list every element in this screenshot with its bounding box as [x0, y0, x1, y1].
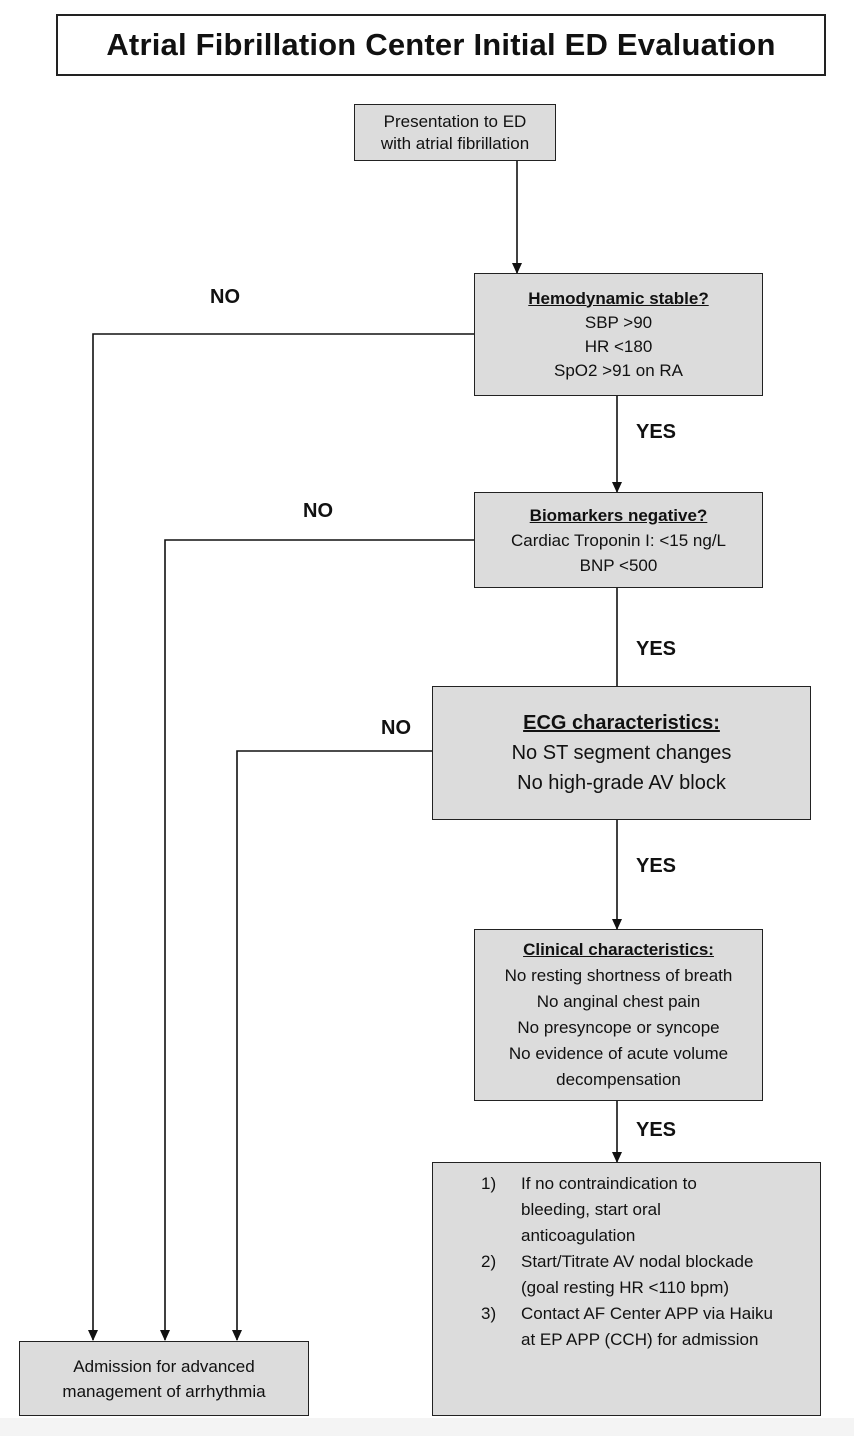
step-text: Start/Titrate AV nodal blockade (goal re… [521, 1249, 753, 1301]
admission-line: management of arrhythmia [62, 1381, 266, 1401]
no-label-hemodynamic: NO [210, 286, 240, 308]
clinical-criterion: No presyncope or syncope [517, 1018, 720, 1037]
hemodynamic-criterion: SBP >90 [584, 312, 653, 332]
clinical-box: Clinical characteristics: No resting sho… [474, 929, 763, 1101]
biomarkers-criterion: Cardiac Troponin I: <15 ng/L [511, 530, 726, 550]
management-step: 1) If no contraindication to bleeding, s… [481, 1171, 820, 1249]
step-line: at EP APP (CCH) for admission [521, 1330, 759, 1349]
step-line: If no contraindication to [521, 1174, 697, 1193]
bottom-strip [0, 1418, 854, 1436]
biomarkers-criterion: BNP <500 [579, 555, 658, 575]
arrow-biomarkers-no [160, 539, 474, 1341]
step-line: Start/Titrate AV nodal blockade [521, 1252, 754, 1271]
biomarkers-box: Biomarkers negative? Cardiac Troponin I:… [474, 492, 763, 588]
step-number: 3) [481, 1304, 497, 1323]
admission-line: Admission for advanced [73, 1356, 255, 1376]
clinical-criterion: No resting shortness of breath [504, 966, 733, 985]
ecg-box: ECG characteristics: No ST segment chang… [432, 686, 811, 820]
no-label-biomarkers: NO [303, 500, 333, 522]
start-box: Presentation to ED with atrial fibrillat… [354, 104, 556, 161]
clinical-heading: Clinical characteristics: [523, 940, 714, 959]
yes-label-ecg: YES [636, 855, 677, 877]
yes-label-hemodynamic: YES [636, 421, 677, 443]
management-box: 1) If no contraindication to bleeding, s… [432, 1162, 821, 1416]
ecg-criterion: No ST segment changes [511, 742, 732, 764]
step-text: If no contraindication to bleeding, star… [521, 1171, 697, 1249]
management-step: 3) Contact AF Center APP via Haiku at EP… [481, 1301, 820, 1353]
step-line: (goal resting HR <110 bpm) [521, 1278, 730, 1297]
hemodynamic-criterion: HR <180 [584, 336, 653, 356]
hemodynamic-box: Hemodynamic stable? SBP >90 HR <180 SpO2… [474, 273, 763, 396]
step-number: 2) [481, 1252, 497, 1271]
ecg-criterion: No high-grade AV block [517, 772, 726, 794]
clinical-criterion: No anginal chest pain [536, 992, 701, 1011]
arrow-hemodynamic-no [88, 333, 474, 1341]
management-steps: 1) If no contraindication to bleeding, s… [481, 1171, 820, 1353]
step-text: Contact AF Center APP via Haiku at EP AP… [521, 1301, 773, 1353]
clinical-criterion: No evidence of acute volume [508, 1044, 729, 1063]
no-label-ecg: NO [381, 717, 411, 739]
yes-label-clinical: YES [636, 1119, 677, 1141]
start-line: Presentation to ED [383, 111, 527, 131]
admission-box: Admission for advanced management of arr… [19, 1341, 309, 1416]
ecg-heading: ECG characteristics: [523, 712, 720, 734]
start-line: with atrial fibrillation [380, 133, 530, 153]
biomarkers-heading: Biomarkers negative? [529, 505, 708, 525]
clinical-criterion: decompensation [556, 1070, 681, 1089]
yes-label-biomarkers: YES [636, 638, 677, 660]
step-line: bleeding, start oral [521, 1200, 661, 1219]
step-number: 1) [481, 1174, 497, 1193]
page-title: Atrial Fibrillation Center Initial ED Ev… [106, 27, 776, 62]
hemodynamic-heading: Hemodynamic stable? [528, 288, 709, 308]
step-line: anticoagulation [521, 1226, 636, 1245]
arrow-ecg-no [232, 750, 432, 1341]
step-line: Contact AF Center APP via Haiku [521, 1304, 773, 1323]
hemodynamic-criterion: SpO2 >91 on RA [553, 360, 683, 380]
management-step: 2) Start/Titrate AV nodal blockade (goal… [481, 1249, 820, 1301]
title-box: Atrial Fibrillation Center Initial ED Ev… [56, 14, 826, 76]
